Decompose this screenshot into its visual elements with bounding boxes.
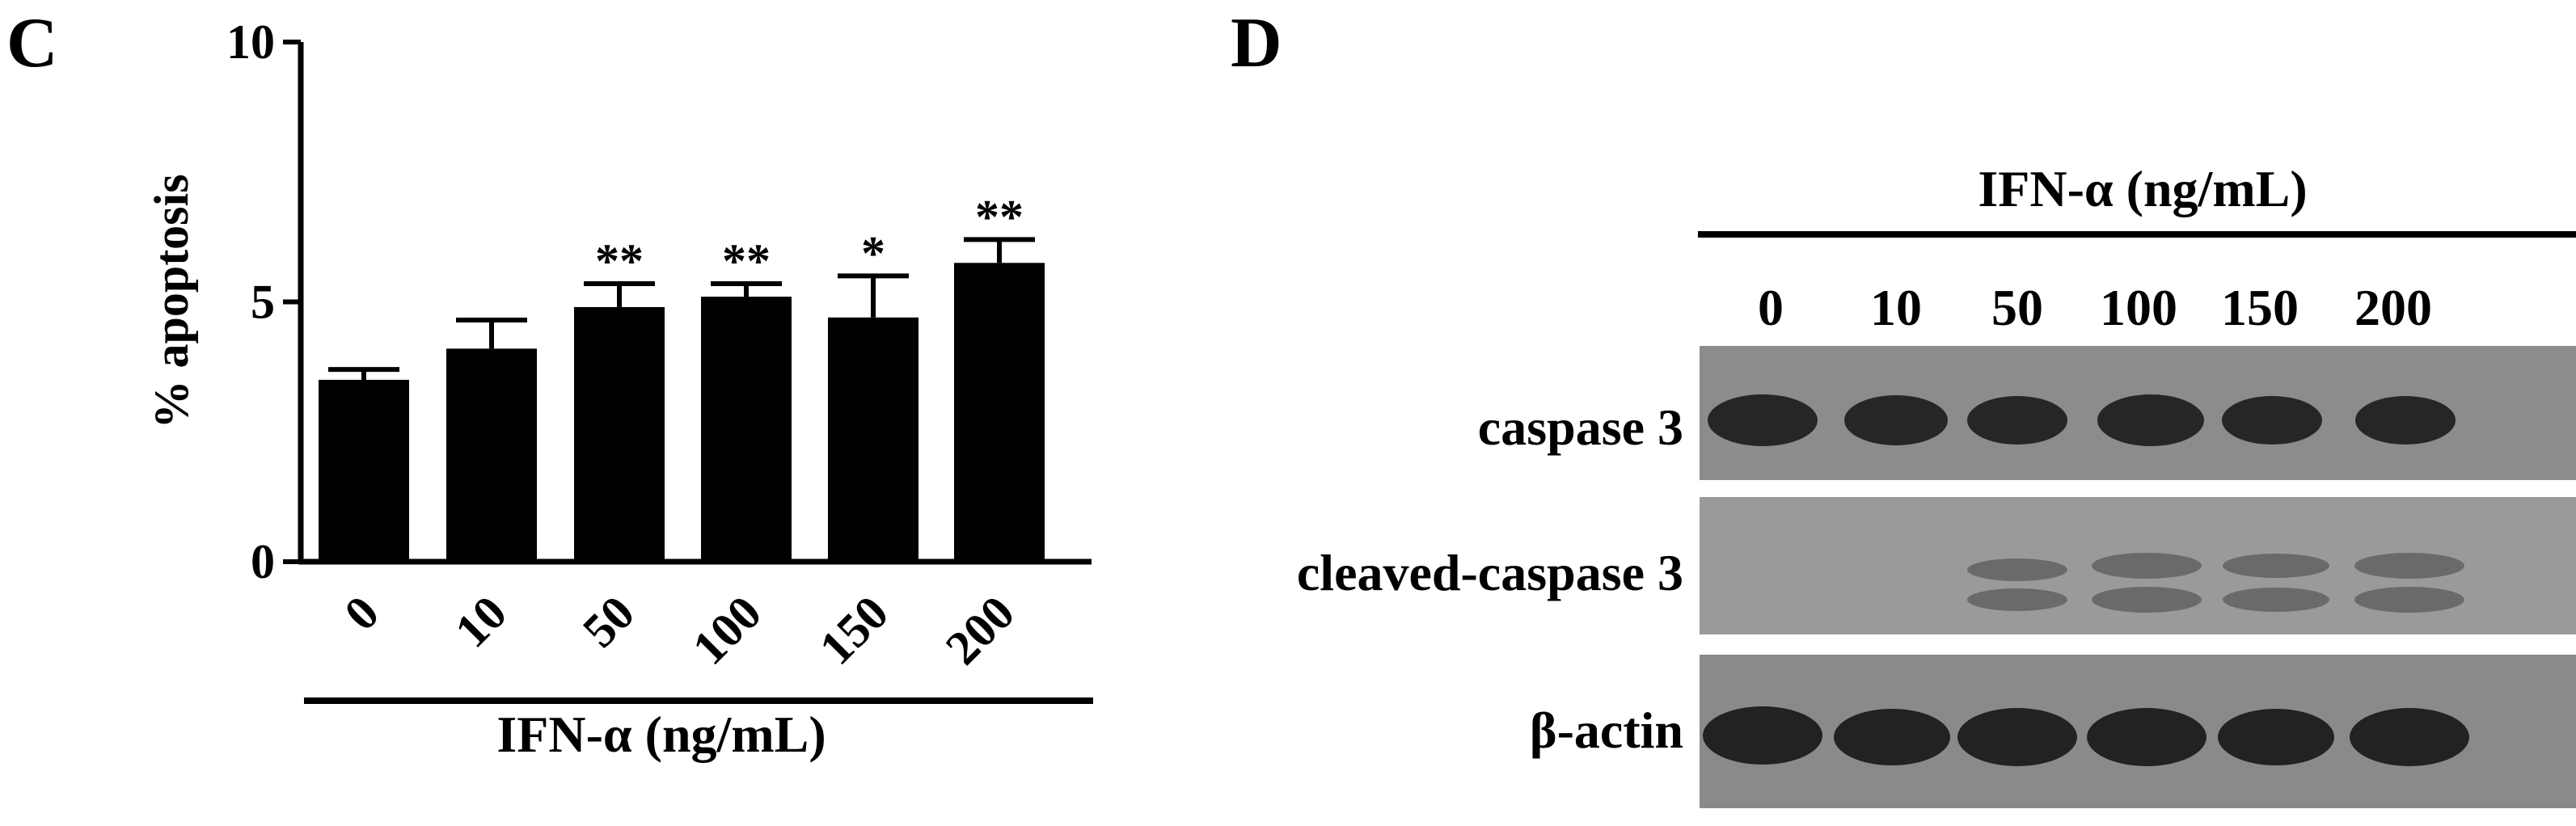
- blot-row-label: cleaved-caspase 3: [1297, 544, 1683, 601]
- blot-band: [1957, 708, 2077, 766]
- bar: [701, 297, 792, 562]
- x-tick-label: 10: [445, 586, 517, 658]
- blot-band: [2355, 396, 2456, 445]
- blot-band: [1844, 395, 1948, 445]
- x-tick-label: 0: [334, 586, 389, 641]
- panel-d-letter: D: [1231, 4, 1282, 82]
- lane-label: 200: [2354, 279, 2432, 336]
- panel-d: D IFN-α (ng/mL) 0 10 50 100 150 200 casp…: [1231, 4, 2576, 808]
- y-ticks: 0 5 10: [226, 15, 301, 588]
- blot-band: [2223, 588, 2329, 612]
- blot-row-label: caspase 3: [1478, 398, 1683, 456]
- blot-band: [1967, 558, 2067, 581]
- lane-label: 10: [1870, 279, 1922, 336]
- blot-band: [2354, 553, 2464, 579]
- y-tick-label: 0: [251, 535, 275, 588]
- blot-strip-cleaved-caspase-3: [1700, 497, 2576, 634]
- lane-label: 0: [1758, 279, 1784, 336]
- x-tick-labels: 0 10 50 100 150 200: [334, 586, 1024, 675]
- bar: [446, 348, 537, 562]
- significance-label: **: [975, 190, 1024, 243]
- blot-band: [1967, 396, 2067, 445]
- x-tick-label: 50: [572, 586, 644, 658]
- blot-band: [1834, 709, 1950, 765]
- x-tick-label: 200: [935, 586, 1024, 675]
- blot-band: [2354, 587, 2464, 613]
- blot-strip-caspase-3: [1700, 346, 2576, 480]
- x-tick-label: 150: [809, 586, 898, 675]
- blot-header: IFN-α (ng/mL): [1978, 160, 2307, 217]
- significance-labels: *******: [595, 190, 1024, 288]
- blot-band: [2223, 554, 2329, 578]
- blot-band: [1967, 588, 2067, 611]
- blot-strip-beta-actin: [1700, 655, 2576, 808]
- blot-band: [2350, 708, 2469, 766]
- blot-band: [2218, 709, 2334, 765]
- error-bars: [328, 237, 1035, 380]
- bar: [954, 263, 1045, 562]
- y-axis-label: % apoptosis: [145, 174, 198, 428]
- blot-band: [1703, 706, 1822, 765]
- y-tick-label: 10: [226, 15, 275, 69]
- lane-label: 50: [1991, 279, 2043, 336]
- blot-row-label: β-actin: [1530, 702, 1683, 759]
- blot-band: [2097, 394, 2204, 446]
- significance-label: **: [595, 234, 644, 288]
- panel-c-letter: C: [6, 4, 58, 82]
- significance-label: *: [861, 226, 885, 280]
- blot-band: [2222, 396, 2322, 445]
- bars: [319, 263, 1045, 562]
- significance-label: **: [722, 234, 771, 288]
- y-tick-label: 5: [251, 276, 275, 329]
- bar: [828, 317, 918, 562]
- blot-band: [2092, 553, 2202, 579]
- blot-band: [2092, 587, 2202, 613]
- lane-label: 150: [2221, 279, 2299, 336]
- bar: [574, 306, 665, 562]
- lane-label: 100: [2100, 279, 2177, 336]
- x-axis-label: IFN-α (ng/mL): [496, 706, 826, 763]
- blot-band: [2087, 708, 2206, 766]
- x-tick-label: 100: [682, 586, 771, 675]
- bar: [319, 379, 409, 562]
- blot-band: [1708, 394, 1818, 446]
